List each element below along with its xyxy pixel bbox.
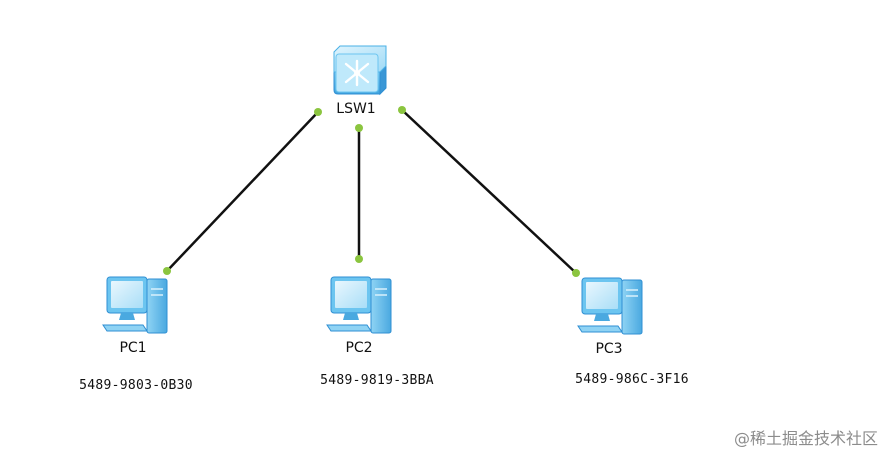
pc3-label: PC3: [595, 341, 623, 357]
port-dot-lsw1-pc3: [398, 106, 406, 114]
port-dot-pc3: [572, 269, 580, 277]
pc-icon[interactable]: [326, 276, 392, 334]
pc-icon[interactable]: [102, 276, 168, 334]
link-lsw1-pc3[interactable]: [401, 109, 577, 274]
watermark-text: @稀土掘金技术社区: [733, 429, 878, 448]
port-dot-lsw1-pc1: [314, 108, 322, 116]
port-dot-pc1: [163, 267, 171, 275]
pc2-label: PC2: [345, 340, 373, 356]
pc1-label: PC1: [119, 340, 147, 356]
link-lsw1-pc1[interactable]: [166, 111, 319, 272]
port-dot-pc2: [355, 255, 363, 263]
ports: [163, 106, 580, 277]
port-dot-lsw1-pc2: [355, 124, 363, 132]
pc2-mac-address: 5489-9819-3BBA: [320, 373, 434, 388]
pc-icon[interactable]: [577, 277, 643, 335]
switch-label: LSW1: [336, 101, 376, 117]
switch-icon[interactable]: [333, 45, 387, 96]
pc1-mac-address: 5489-9803-0B30: [79, 378, 193, 393]
links: [166, 109, 577, 274]
pc3-mac-address: 5489-986C-3F16: [575, 372, 689, 387]
